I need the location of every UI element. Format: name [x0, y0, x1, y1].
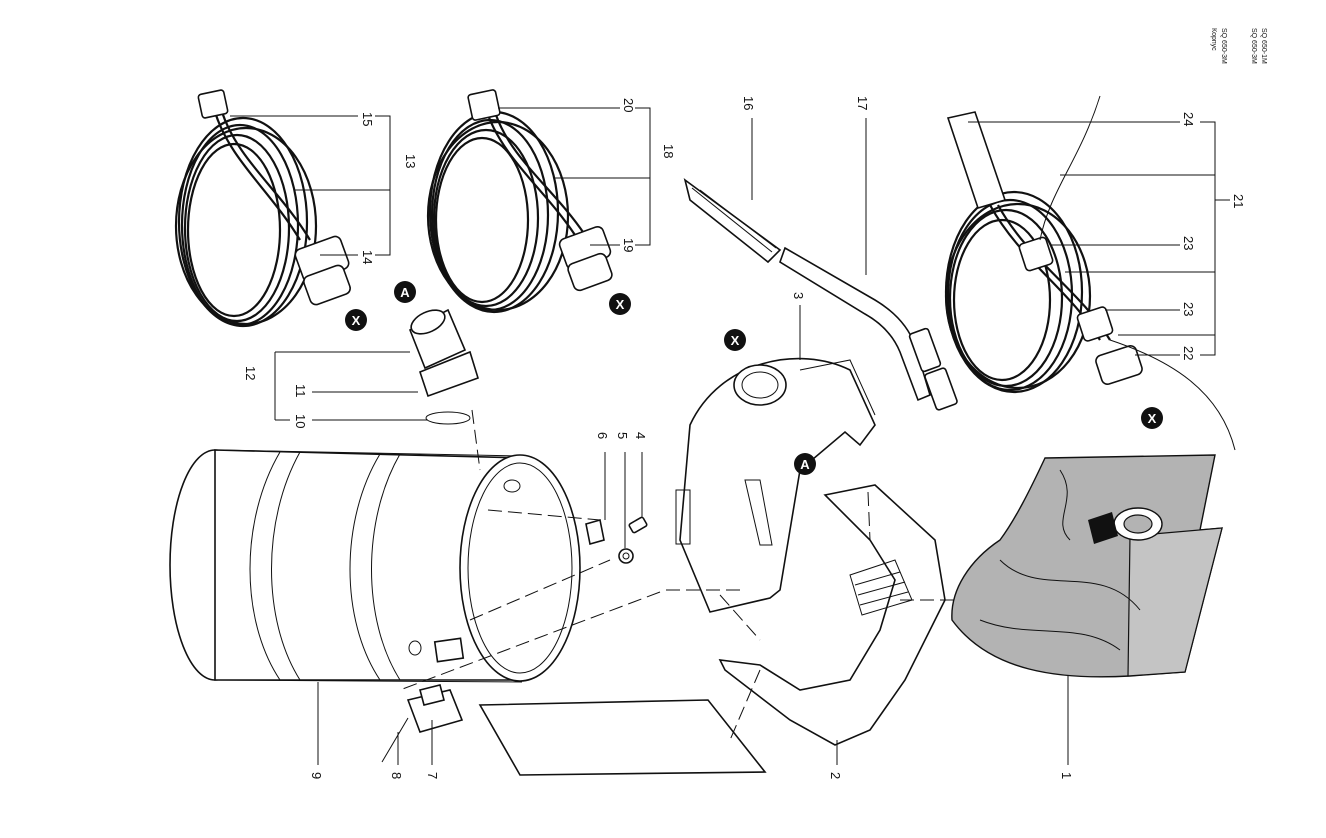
label-3: 3 — [791, 292, 806, 299]
label-20: 20 — [621, 98, 636, 112]
callout-markers: A A X X X X — [345, 281, 1163, 475]
hose-assembly-13 — [174, 89, 351, 328]
lid-3 — [675, 357, 876, 613]
label-7: 7 — [425, 772, 440, 779]
label-6: 6 — [595, 432, 610, 439]
assembly-dashed-lines — [399, 409, 955, 741]
svg-text:X: X — [1148, 411, 1157, 426]
label-17: 17 — [855, 96, 870, 110]
svg-text:X: X — [352, 313, 361, 328]
label-8: 8 — [389, 772, 404, 779]
drum-container-9 — [169, 449, 581, 683]
connector-assembly-12 — [408, 308, 479, 425]
label-22: 22 — [1181, 346, 1196, 360]
svg-text:X: X — [616, 297, 625, 312]
callout-x-hose-21: X — [1141, 407, 1163, 429]
label-14: 14 — [360, 250, 375, 264]
label-16: 16 — [741, 96, 756, 110]
dust-bag-1 — [951, 454, 1223, 678]
label-21: 21 — [1231, 194, 1246, 208]
leader-lines — [230, 107, 1230, 765]
hose-assembly-21 — [944, 95, 1236, 451]
svg-text:X: X — [731, 333, 740, 348]
callout-x-hose-13: X — [345, 309, 367, 331]
callout-a-lid: A — [794, 453, 816, 475]
part-number-labels: 15 13 14 20 18 19 16 17 24 21 23 23 22 1… — [243, 96, 1246, 779]
callout-a-connector: A — [394, 281, 416, 303]
filter-plate — [478, 699, 767, 776]
label-12: 12 — [243, 366, 258, 380]
hose-assembly-18 — [426, 89, 613, 314]
svg-text:A: A — [800, 457, 810, 472]
small-parts — [381, 516, 648, 763]
label-4: 4 — [633, 432, 648, 439]
label-9: 9 — [309, 772, 324, 779]
callout-x-hose-18: X — [609, 293, 631, 315]
label-18: 18 — [661, 144, 676, 158]
model-code-1: SQ 650-1M — [1260, 28, 1267, 64]
label-10: 10 — [293, 414, 308, 428]
model-code-2: SQ 650-3M — [1250, 28, 1257, 64]
label-13: 13 — [403, 154, 418, 168]
label-5: 5 — [615, 432, 630, 439]
label-23-lower: 23 — [1181, 302, 1196, 316]
label-11: 11 — [293, 384, 308, 398]
model-codes: SQ 650-1M SQ 650-3M SQ 650-3M Корпус — [1210, 28, 1267, 64]
model-code-4: Корпус — [1210, 28, 1217, 51]
callout-x-lid: X — [724, 329, 746, 351]
crevice-nozzle-16 — [683, 178, 782, 264]
label-15: 15 — [360, 112, 375, 126]
label-1: 1 — [1059, 772, 1074, 779]
label-24: 24 — [1181, 112, 1196, 126]
model-code-3: SQ 650-3M — [1220, 28, 1227, 64]
label-2: 2 — [828, 772, 843, 779]
label-19: 19 — [621, 238, 636, 252]
svg-text:A: A — [400, 285, 410, 300]
label-23-upper: 23 — [1181, 236, 1196, 250]
extension-tube-17 — [779, 246, 958, 411]
